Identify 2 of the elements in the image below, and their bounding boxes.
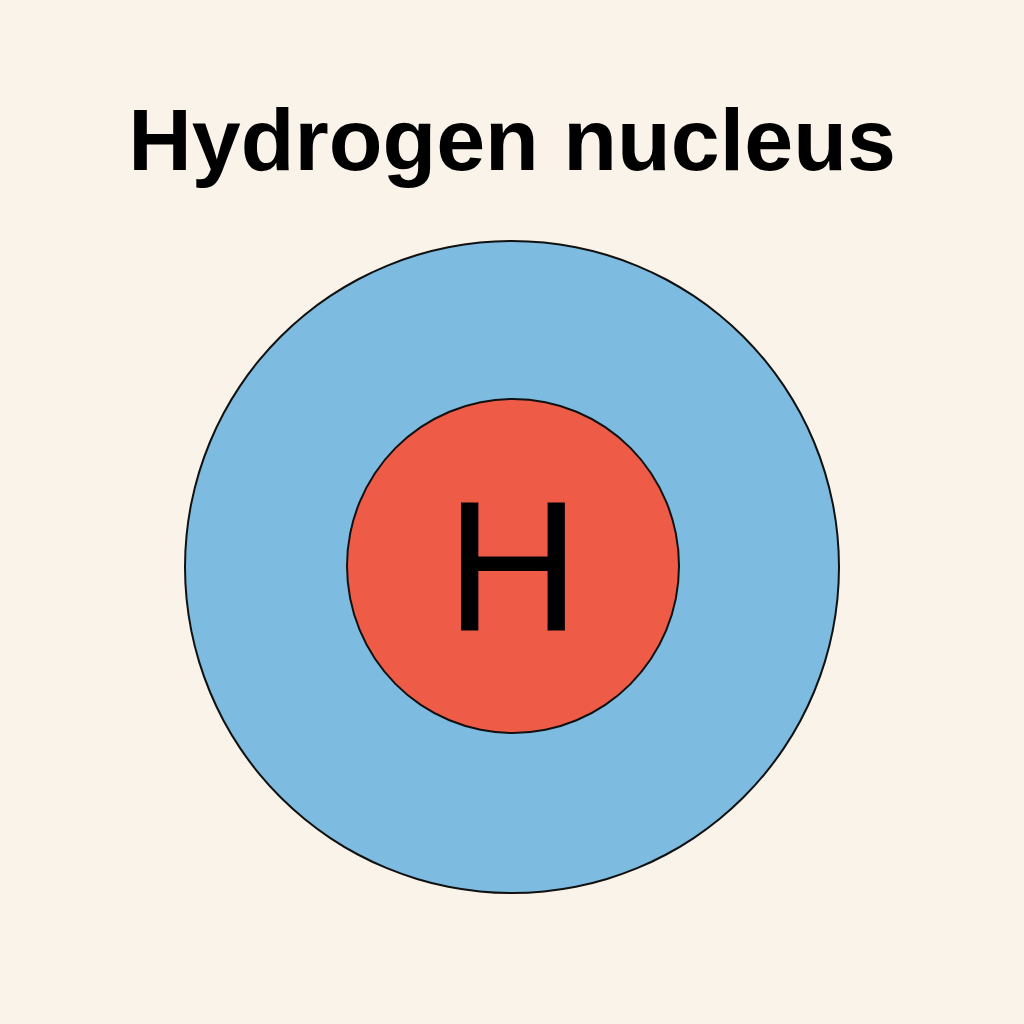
element-symbol: H: [445, 473, 581, 659]
title: Hydrogen nucleus: [127, 89, 897, 191]
